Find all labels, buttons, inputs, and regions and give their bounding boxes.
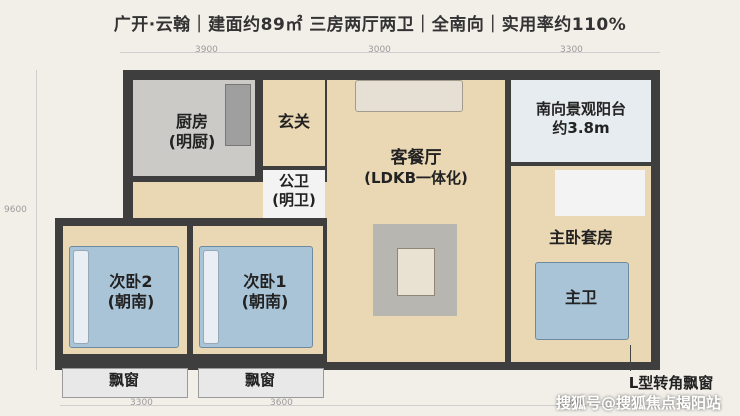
master-suite-label: 主卧套房 [548, 228, 613, 247]
l-bay-window-label: L型转角飘窗 [628, 374, 714, 392]
master-bath-label: 主卫 [564, 288, 597, 307]
top-dimension-line [120, 52, 660, 53]
bay-window-right [198, 368, 324, 398]
kitchen-label: 厨房(明厨) [168, 112, 216, 151]
public-bath-label: 公卫(明卫) [272, 172, 316, 209]
master-bed [535, 262, 629, 340]
bedroom1-pillow [203, 250, 219, 344]
sofa [355, 80, 463, 112]
bay-window-left-label: 飘窗 [108, 371, 139, 389]
balcony-floor [511, 80, 651, 162]
foyer-label: 玄关 [277, 112, 310, 131]
living-label: 客餐厅(LDKB一体化) [364, 148, 468, 188]
living-dining-floor [327, 80, 505, 362]
floorplan: 厨房(明厨) 玄关 公卫(明卫) 客餐厅(LDKB一体化) 南向景观阳台约3.8… [55, 70, 660, 370]
left-dimension-line [36, 70, 37, 370]
dimension-left-side: 9600 [4, 205, 27, 215]
dimension-top-left: 3900 [195, 45, 218, 55]
kitchen-counter [225, 84, 251, 146]
balcony-label: 南向景观阳台约3.8m [535, 100, 626, 137]
bottom-dimension-line [60, 405, 660, 406]
dimension-bottom-right: 3300 [560, 398, 583, 408]
dimension-bottom-left: 3300 [130, 398, 153, 408]
bedroom2-label: 次卧2(朝南) [107, 272, 155, 311]
bedroom2-pillow [73, 250, 89, 344]
public-bath-floor [263, 170, 325, 218]
bedroom1-label: 次卧1(朝南) [241, 272, 289, 311]
watermark: 搜狐号@搜狐焦点揭阳站 [556, 394, 722, 412]
master-bath-floor [555, 170, 645, 216]
dining-table [397, 248, 435, 296]
dimension-bottom-mid: 3600 [270, 398, 293, 408]
dimension-top-right: 3300 [560, 45, 583, 55]
bay-window-right-label: 飘窗 [244, 371, 275, 389]
foyer-floor [263, 80, 325, 166]
header-title: 广开·云翰｜建面约89㎡ 三房两厅两卫｜全南向｜实用率约110% [113, 14, 627, 35]
l-bay-window-leader-line [630, 345, 631, 371]
dimension-top-mid: 3000 [368, 45, 391, 55]
bay-window-left [62, 368, 188, 398]
